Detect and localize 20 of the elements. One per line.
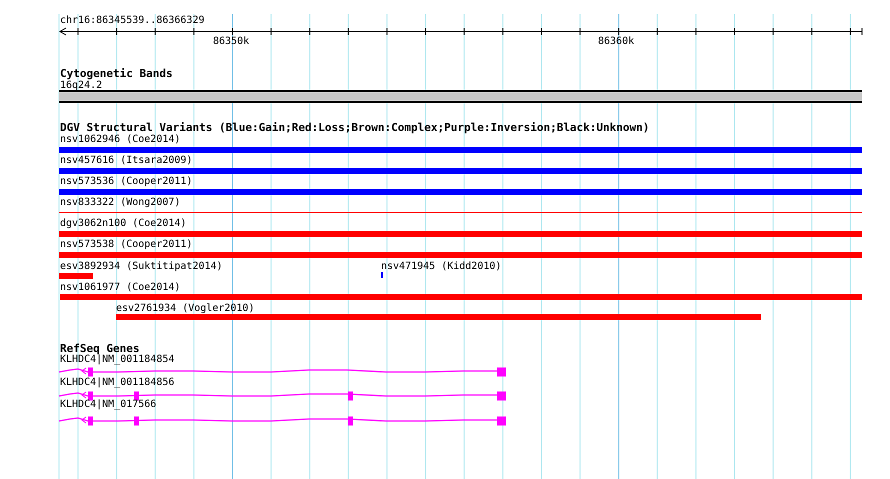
band-label: 16q24.2: [60, 80, 102, 91]
track-title: RefSeq Genes: [60, 343, 140, 354]
variant-label: nsv471945 (Kidd2010): [381, 261, 502, 272]
variant-label: nsv1062946 (Coe2014): [60, 134, 180, 145]
gene-label: KLHDC4|NM_001184854: [60, 354, 174, 365]
ruler-tick-label: 86360k: [598, 36, 634, 47]
variant-label: nsv1061977 (Coe2014): [60, 282, 180, 293]
variant-label: esv2761934 (Vogler2010): [116, 303, 254, 314]
variant-label: dgv3062n100 (Coe2014): [60, 218, 186, 229]
variant-label: nsv457616 (Itsara2009): [60, 155, 192, 166]
ruler-tick-label: 86350k: [213, 36, 250, 47]
track-title: DGV Structural Variants (Blue:Gain;Red:Loss;Brown:Complex;Purple:Inversion;Black:Unknown): [60, 122, 650, 133]
variant-label: nsv573536 (Cooper2011): [60, 176, 192, 187]
track-title: Cytogenetic Bands: [60, 68, 173, 79]
gene-label: KLHDC4|NM_017566: [60, 399, 156, 410]
gene-label: KLHDC4|NM_001184856: [60, 377, 174, 388]
variant-label: esv3892934 (Suktitipat2014): [60, 261, 223, 272]
variant-label: nsv833322 (Wong2007): [60, 197, 180, 208]
variant-label: nsv573538 (Cooper2011): [60, 239, 192, 250]
region-coordinates: chr16:86345539..86366329: [60, 15, 204, 26]
